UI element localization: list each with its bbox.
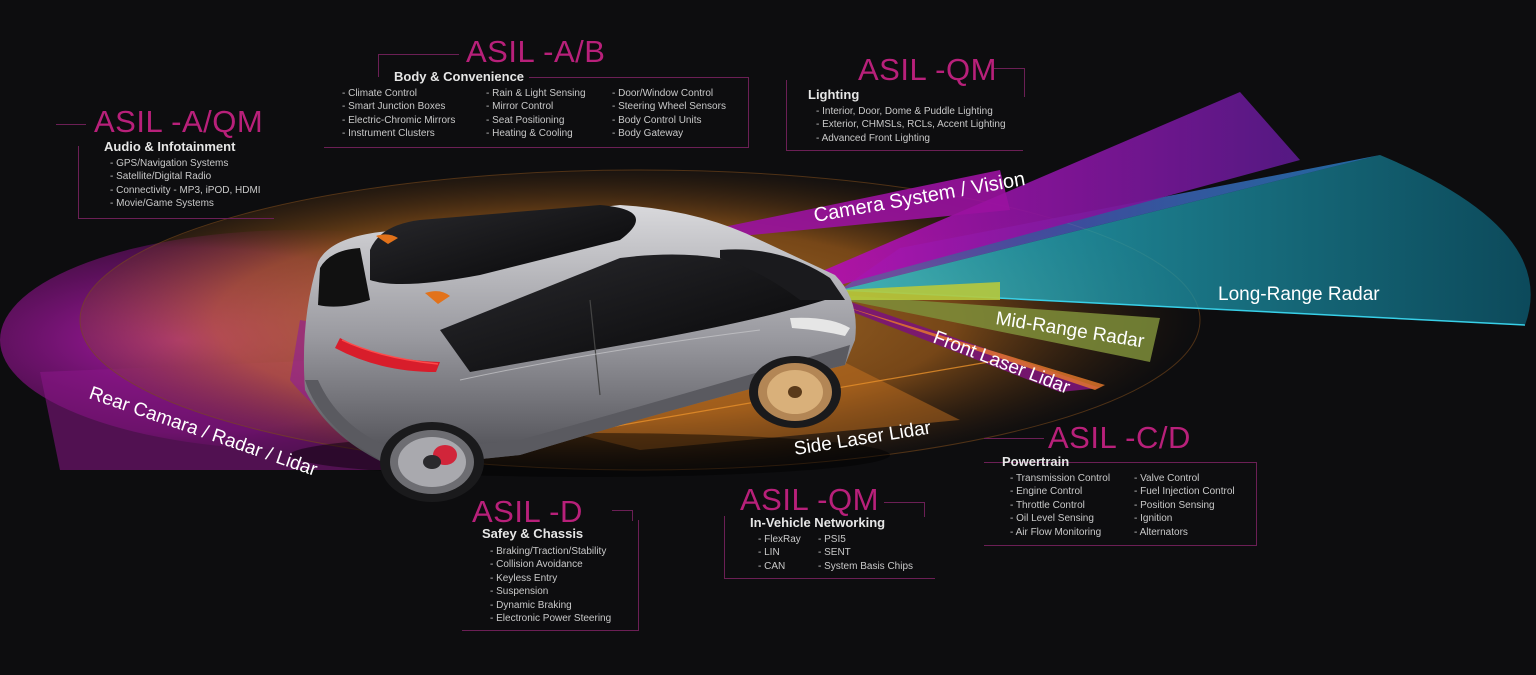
category-title: Powertrain	[1002, 454, 1070, 469]
item-list-col2: Rain & Light Sensing Mirror Control Seat…	[486, 87, 585, 141]
lighting-group: ASIL -QM Lighting Interior, Door, Dome &…	[786, 52, 1031, 154]
asil-rating: ASIL -D	[472, 494, 583, 529]
item-list-col1: FlexRay LIN CAN	[758, 533, 801, 573]
category-title: In-Vehicle Networking	[750, 515, 886, 530]
item-list-col2: Valve Control Fuel Injection Control Pos…	[1134, 472, 1235, 539]
rear-wheel	[380, 422, 484, 502]
item-list-col1: Transmission Control Engine Control Thro…	[1010, 472, 1110, 539]
body-convenience-group: ASIL -A/B Body & Convenience Climate Con…	[324, 34, 754, 152]
item-list-col3: Door/Window Control Steering Wheel Senso…	[612, 87, 726, 141]
networking-group: ASIL -QM In-Vehicle Networking FlexRay L…	[724, 482, 939, 582]
item-list: GPS/Navigation Systems Satellite/Digital…	[110, 157, 260, 211]
long-range-radar-label: Long-Range Radar	[1218, 284, 1380, 305]
item-list: Braking/Traction/Stability Collision Avo…	[490, 545, 611, 625]
item-list-col2: PSI5 SENT System Basis Chips	[818, 533, 913, 573]
item-list-col1: Climate Control Smart Junction Boxes Ele…	[342, 87, 455, 141]
category-title: Lighting	[808, 87, 860, 102]
front-wheel	[749, 356, 841, 428]
camera-beam	[820, 92, 1300, 285]
powertrain-group: ASIL -C/D Powertrain Transmission Contro…	[984, 420, 1262, 548]
category-title: Body & Convenience	[394, 69, 525, 84]
car-illustration	[290, 205, 890, 502]
asil-rating: ASIL -A/QM	[94, 104, 264, 139]
category-title: Audio & Infotainment	[104, 139, 236, 154]
asil-rating: ASIL -A/B	[466, 34, 606, 69]
safety-chassis-group: ASIL -D Safey & Chassis Braking/Traction…	[462, 494, 644, 634]
mid-range-radar-beam	[840, 295, 1160, 362]
category-title: Safey & Chassis	[482, 526, 584, 541]
audio-infotainment-group: ASIL -A/QM Audio & Infotainment GPS/Navi…	[52, 104, 282, 222]
item-list: Interior, Door, Dome & Puddle Lighting E…	[816, 105, 1006, 145]
asil-rating: ASIL -C/D	[1048, 420, 1191, 455]
asil-rating: ASIL -QM	[740, 482, 879, 517]
asil-rating: ASIL -QM	[858, 52, 997, 87]
long-range-radar-beam	[840, 155, 1531, 325]
